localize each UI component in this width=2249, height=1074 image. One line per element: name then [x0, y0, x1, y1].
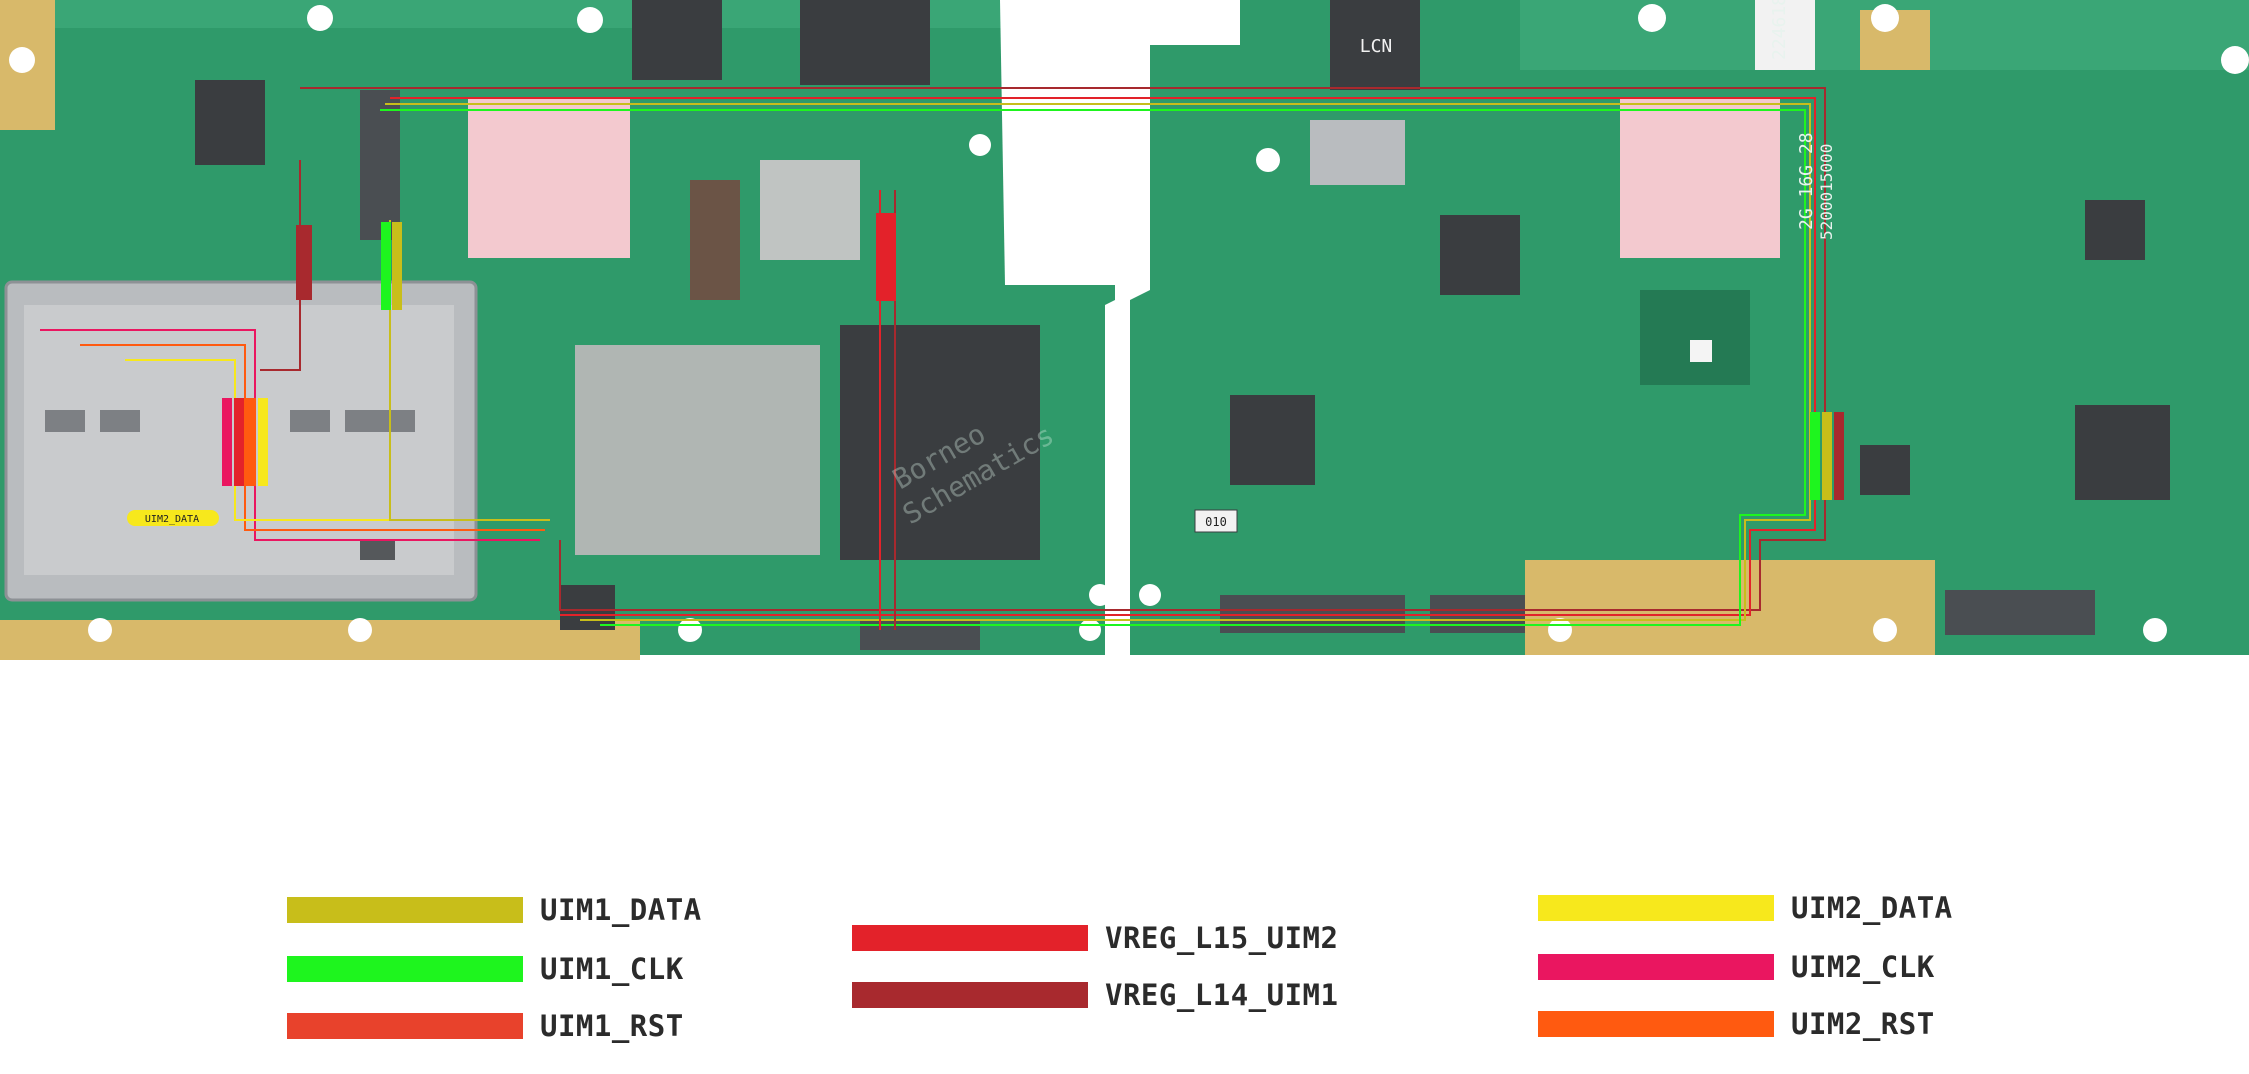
legend-label: UIM2_RST — [1791, 1007, 1935, 1041]
legend-swatch — [287, 956, 523, 982]
legend-label: VREG_L15_UIM2 — [1105, 921, 1339, 955]
legend-swatch — [287, 897, 523, 923]
legend-swatch — [852, 982, 1088, 1008]
legend-label: UIM1_DATA — [540, 893, 702, 927]
legend-label: UIM1_RST — [540, 1009, 684, 1043]
lcn-label: LCN — [1360, 36, 1393, 57]
legend-label: UIM2_DATA — [1791, 891, 1953, 925]
board-code-a: 224618 — [1769, 0, 1790, 60]
legend-swatch — [287, 1013, 523, 1039]
net-tags — [127, 213, 1844, 533]
legend-swatch — [1538, 1011, 1774, 1037]
legend-label: VREG_L14_UIM1 — [1105, 978, 1339, 1012]
board-code-b: 2G 16G 28 — [1796, 132, 1817, 230]
right-board — [1130, 0, 2249, 655]
legend-swatch — [1538, 954, 1774, 980]
tag-010-label: 010 — [1205, 515, 1227, 529]
legend-label: UIM1_CLK — [540, 952, 684, 986]
legend-label: UIM2_CLK — [1791, 950, 1935, 984]
sim-tag-label: UIM2_DATA — [145, 514, 199, 525]
board-code-c: 5200015000 — [1817, 144, 1836, 240]
legend-swatch — [1538, 895, 1774, 921]
pcb-board-photo: UIM2_DATA 010 LCN 224618 2G 16G 28 52000… — [0, 0, 2249, 660]
legend-swatch — [852, 925, 1088, 951]
